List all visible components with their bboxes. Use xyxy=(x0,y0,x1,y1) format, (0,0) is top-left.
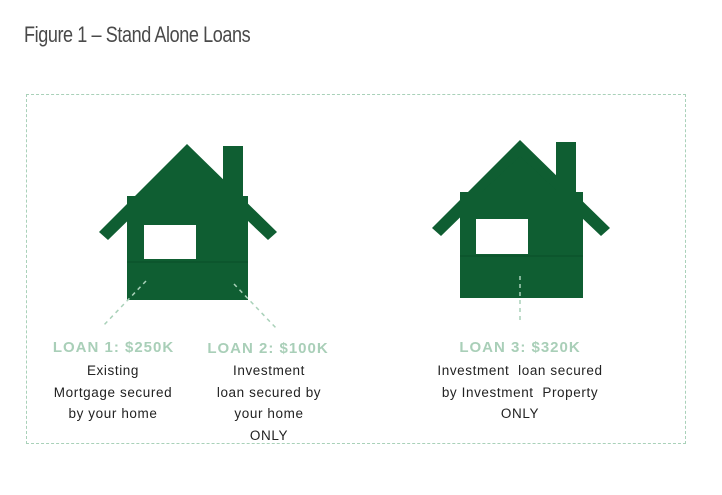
house-window xyxy=(476,219,528,254)
house-chimney xyxy=(223,146,243,196)
loan-3-line: by Investment Property xyxy=(441,384,599,400)
loan-1-line: Mortgage secured xyxy=(53,384,173,400)
loan-3-line: ONLY xyxy=(500,406,540,421)
loan-3-line: Investment loan secured xyxy=(437,363,603,378)
loan-1-connector xyxy=(102,280,147,327)
loan-2-line: your home xyxy=(234,406,304,421)
loan-1-title: LOAN 1: $250K xyxy=(52,339,175,356)
loan-2-connector xyxy=(233,283,277,329)
loan-2-title: LOAN 2: $100K xyxy=(207,340,329,357)
house-chimney xyxy=(556,142,576,192)
figure-title: Figure 1 – Stand Alone Loans xyxy=(24,22,251,47)
loan-3-title: LOAN 3: $320K xyxy=(459,339,581,356)
loan-2-line: Investment xyxy=(232,363,306,378)
loan-1-line: by your home xyxy=(68,406,158,421)
loan-2-description: Investment loan secured by your home ONL… xyxy=(196,360,342,446)
loan-2-line: ONLY xyxy=(249,427,289,443)
house-window xyxy=(144,225,196,259)
loan-2-line: loan secured by xyxy=(216,384,322,400)
loan-1-line: Existing xyxy=(86,363,140,378)
loan-1-description: Existing Mortgage secured by your home xyxy=(40,360,186,425)
investment-property-house-icon xyxy=(432,140,610,298)
loan-3-description: Investment loan secured by Investment Pr… xyxy=(420,360,620,425)
diagram-frame xyxy=(26,94,686,444)
home-house-icon xyxy=(99,144,277,300)
